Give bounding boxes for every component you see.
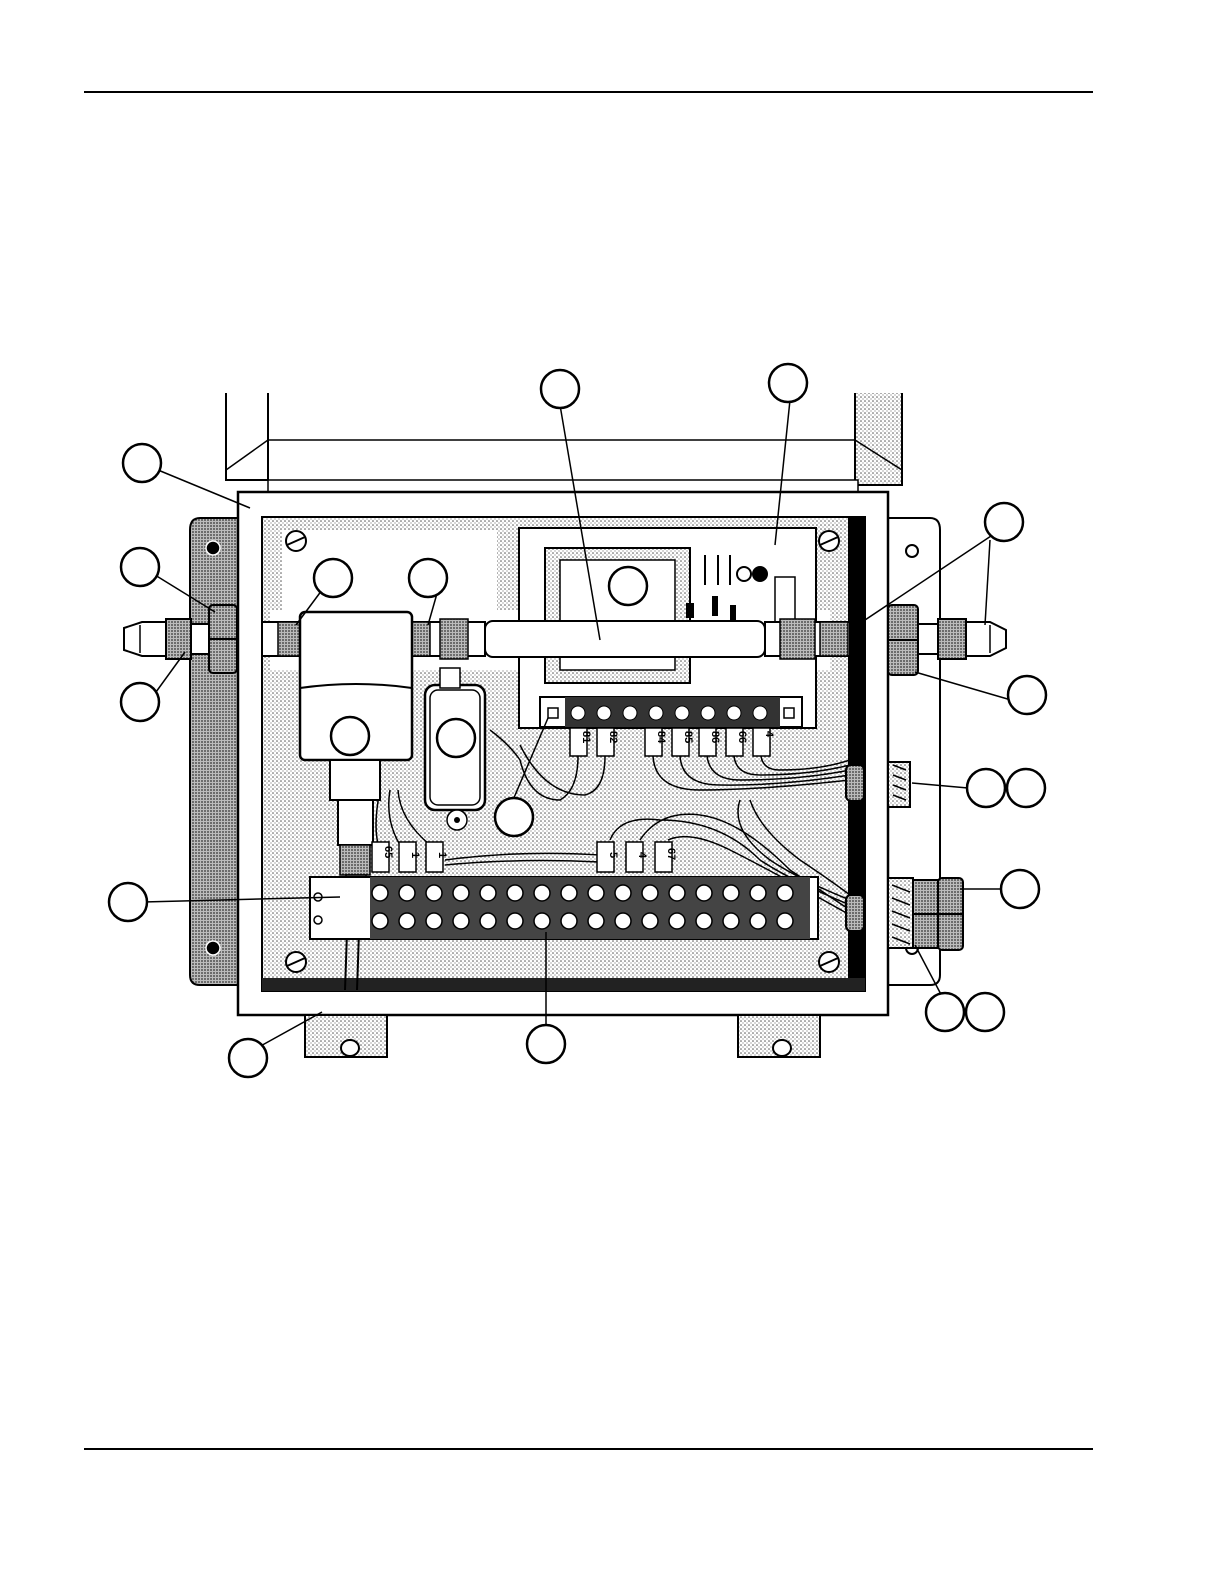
callout-circle [926, 993, 964, 1031]
callout-circle [967, 769, 1005, 807]
callout-circle [229, 1039, 267, 1077]
callout-circle [1007, 769, 1045, 807]
wire-label-81: 81 [580, 731, 592, 743]
callout-circle [121, 683, 159, 721]
cord-grip-fitting [888, 878, 963, 950]
callout-circle [121, 548, 159, 586]
right-bulkhead-fitting [888, 605, 1006, 675]
callout-circle [495, 798, 533, 836]
callout-circle [527, 1025, 565, 1063]
tube [485, 621, 765, 657]
wire-label-66: 66 [736, 731, 748, 743]
callout-circle [123, 444, 161, 482]
callout-circle [769, 364, 807, 402]
left-bulkhead-fitting [124, 605, 237, 673]
wire-label-4: 4 [763, 731, 775, 738]
wire-label-82: 82 [607, 731, 619, 743]
wire-label-85: 85 [682, 731, 694, 743]
left-mounting-flange [190, 518, 238, 985]
callout-circle [409, 559, 447, 597]
bottom-rule [84, 1448, 1093, 1450]
main-terminal-block [310, 877, 818, 939]
callout-circle [109, 883, 147, 921]
callout-circle [541, 370, 579, 408]
board-terminal-strip [540, 697, 802, 727]
callout-circle [966, 993, 1004, 1031]
wire-label-1b: 1 [436, 852, 448, 858]
wire-label-84: 84 [655, 731, 667, 744]
wire-label-86: 86 [709, 731, 721, 743]
callout-circle [314, 559, 352, 597]
wire-label-65: 65 [382, 846, 394, 858]
wire-label-1a: 1 [409, 852, 421, 858]
wire-label-4b: 4 [636, 852, 648, 859]
callout-circle [1008, 676, 1046, 714]
wire-label-5: 5 [607, 852, 619, 858]
callout-circle [609, 567, 647, 605]
callout-circle [331, 717, 369, 755]
panel-shadow [262, 978, 865, 991]
callout-circle [1001, 870, 1039, 908]
callout-circle [437, 719, 475, 757]
wire-label-67: 67 [665, 848, 677, 860]
mounting-hole [906, 545, 918, 557]
callout-circle [985, 503, 1023, 541]
hinge [268, 480, 858, 492]
upper-conduit-fitting [888, 762, 910, 807]
mounting-hole [206, 941, 220, 955]
mounting-hole [206, 541, 220, 555]
